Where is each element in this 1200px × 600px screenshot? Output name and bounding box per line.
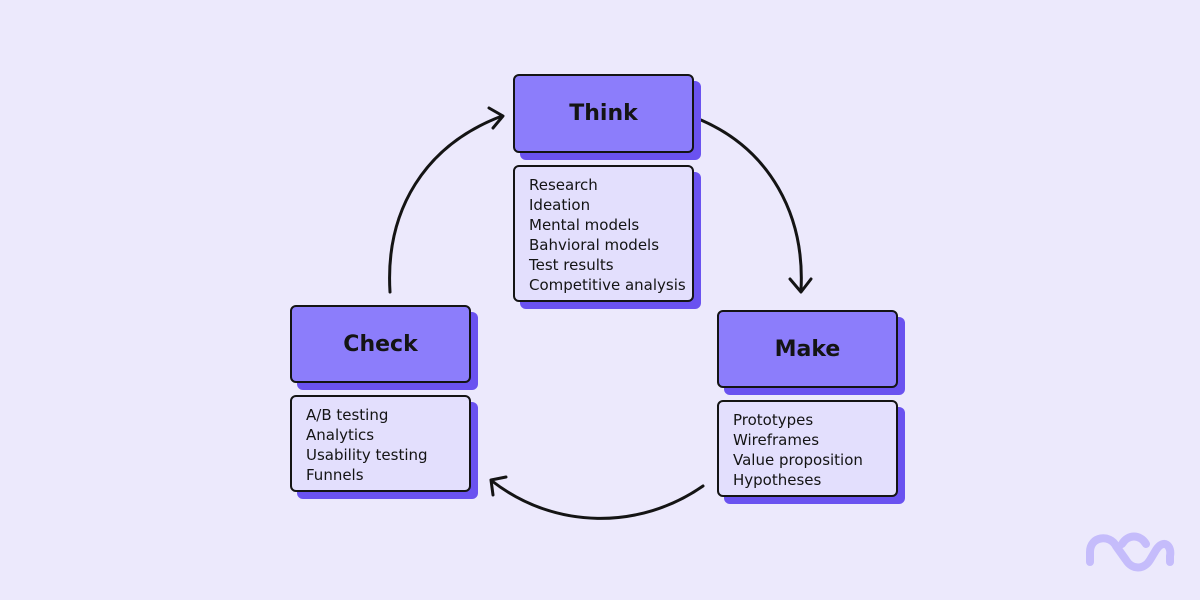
list-item: Prototypes bbox=[733, 411, 814, 429]
think-list-box: Research Ideation Mental models Bahviora… bbox=[513, 165, 694, 302]
make-title-box: Make bbox=[717, 310, 898, 388]
list-item: Funnels bbox=[306, 466, 364, 484]
think-list: Research Ideation Mental models Bahviora… bbox=[529, 175, 692, 295]
list-item: Usability testing bbox=[306, 446, 428, 464]
arrow-make-to-check-icon bbox=[490, 479, 705, 520]
make-title: Make bbox=[774, 336, 841, 362]
arrow-think-to-make-icon bbox=[699, 118, 803, 292]
list-item: A/B testing bbox=[306, 406, 389, 424]
list-item: Hypotheses bbox=[733, 471, 822, 489]
list-item: Research bbox=[529, 176, 598, 194]
list-item: Test results bbox=[529, 256, 614, 274]
check-title-box: Check bbox=[290, 305, 471, 383]
arrow-check-to-think-icon bbox=[388, 114, 504, 294]
brand-logo-icon bbox=[1086, 532, 1175, 572]
arrowhead-think-icon bbox=[487, 106, 505, 130]
list-item: Bahvioral models bbox=[529, 236, 660, 254]
make-list-box: Prototypes Wireframes Value proposition … bbox=[717, 400, 898, 497]
arrowhead-check-icon bbox=[489, 475, 508, 497]
list-item: Value proposition bbox=[733, 451, 863, 469]
think-title: Think bbox=[569, 101, 638, 126]
list-item: Wireframes bbox=[733, 431, 820, 449]
check-list: A/B testing Analytics Usability testing … bbox=[306, 405, 469, 485]
list-item: Mental models bbox=[529, 216, 640, 234]
make-list: Prototypes Wireframes Value proposition … bbox=[733, 410, 896, 490]
list-item: Analytics bbox=[306, 426, 375, 444]
list-item: Ideation bbox=[529, 196, 591, 214]
list-item: Competitive analysis bbox=[529, 276, 686, 294]
check-title: Check bbox=[343, 331, 418, 357]
think-title-box: Think bbox=[513, 74, 694, 153]
check-list-box: A/B testing Analytics Usability testing … bbox=[290, 395, 471, 492]
arrowhead-make-icon bbox=[788, 277, 813, 294]
